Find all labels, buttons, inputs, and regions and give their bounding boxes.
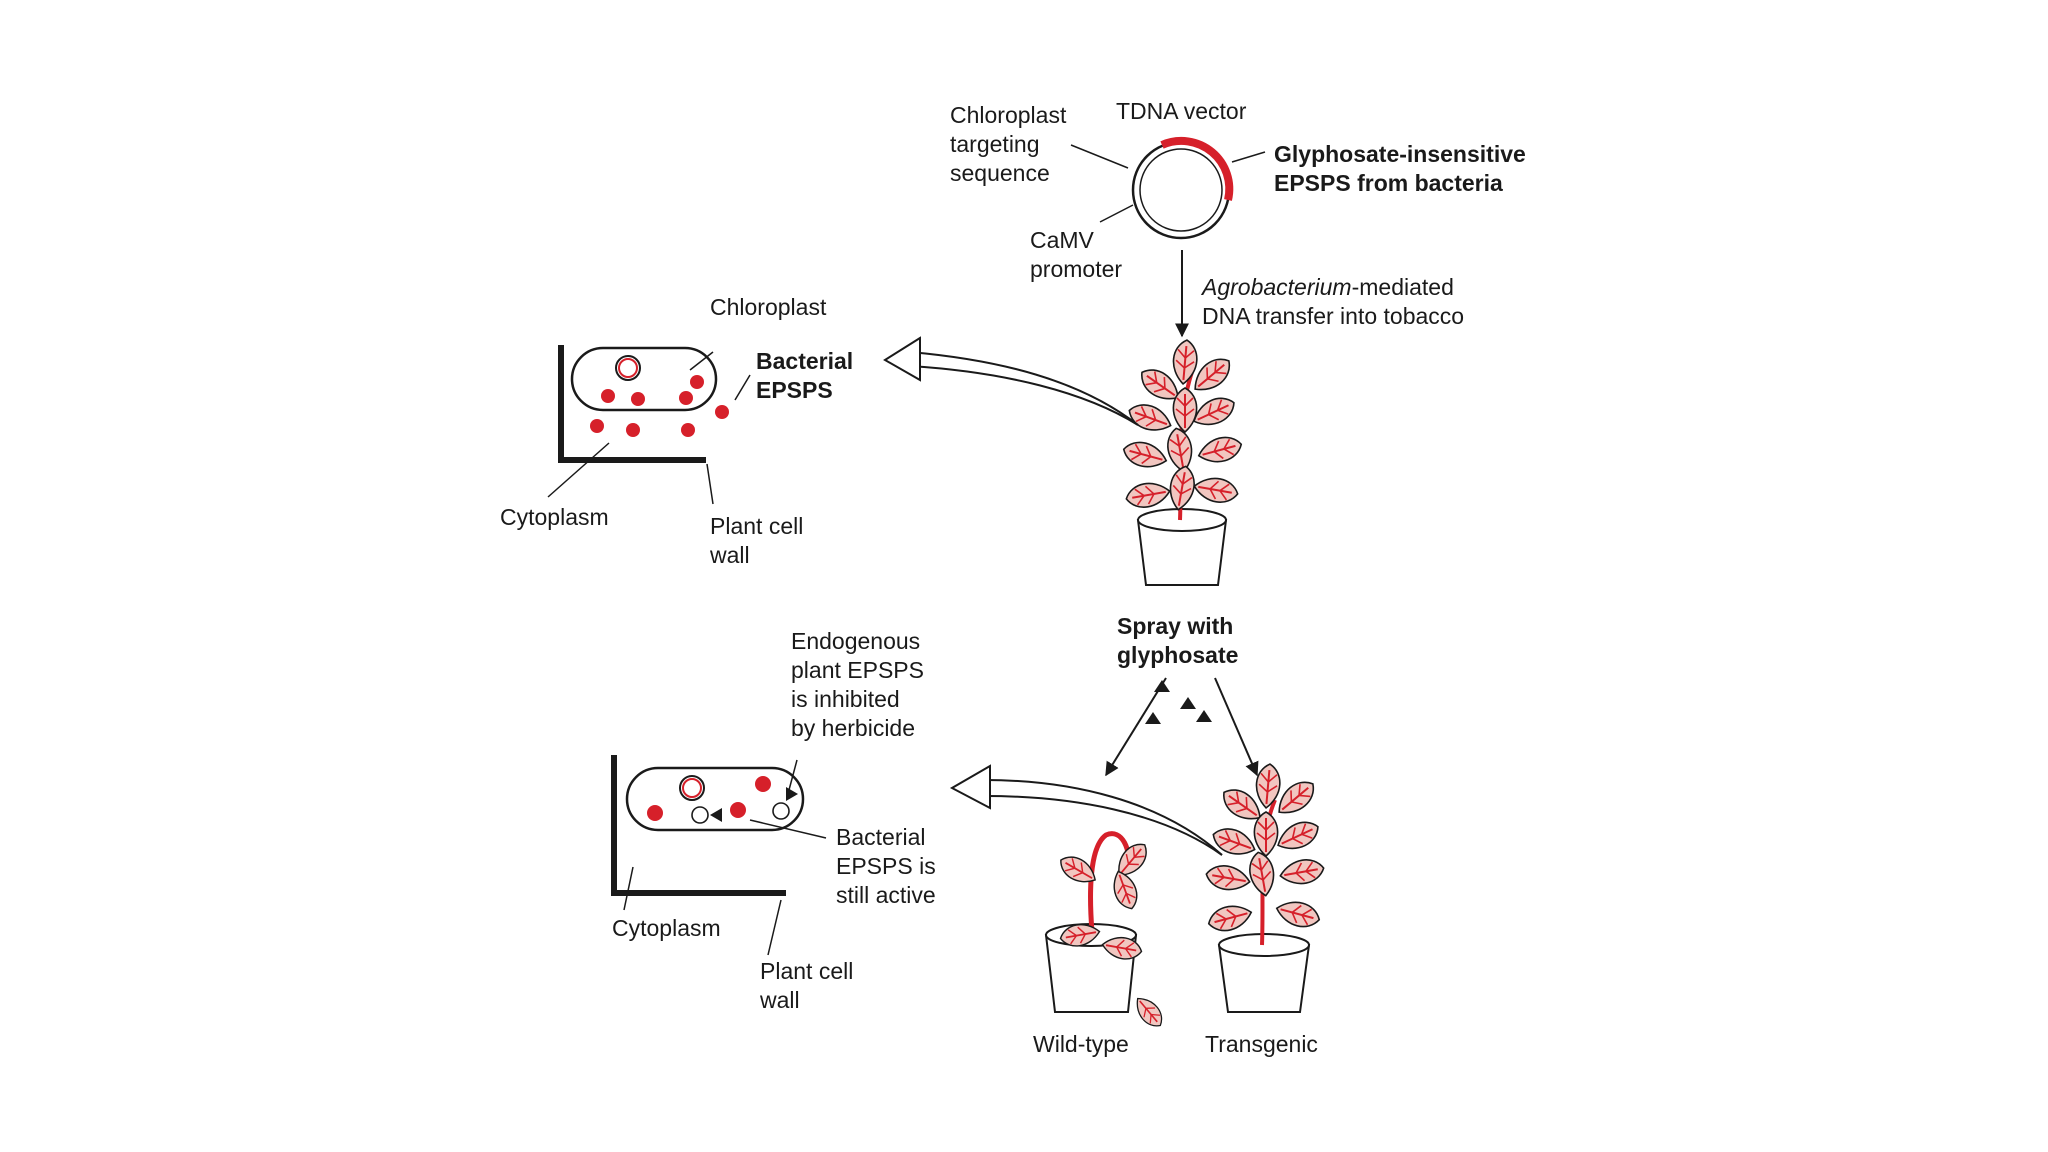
cell-diagram-bottom (611, 755, 827, 956)
wild-type-label: Wild-type (1033, 1031, 1129, 1057)
bacterial-active-label-line1: Bacterial (836, 824, 926, 850)
transfer-label-line2: DNA transfer into tobacco (1202, 303, 1465, 329)
endogenous-label-line1: Endogenous (791, 628, 921, 654)
camv-promoter-label-line2: promoter (1030, 256, 1123, 282)
bacterial-epsps-label-line1: Bacterial (756, 348, 854, 374)
spray-label-line1: Spray with (1117, 613, 1234, 639)
endogenous-label-line3: is inhibited (791, 686, 900, 712)
transgenic-label: Transgenic (1205, 1031, 1318, 1057)
transgenic-plant-bottom (1203, 762, 1327, 1013)
camv-promoter-label-line1: CaMV (1030, 227, 1094, 253)
targeting-sequence-label-line2: targeting (950, 131, 1040, 157)
cytoplasm-label-top: Cytoplasm (500, 504, 609, 530)
targeting-sequence-label-line1: Chloroplast (950, 102, 1067, 128)
plant-cell-wall-label-bottom-line1: Plant cell (760, 958, 854, 984)
glyphosate-triangles (1145, 680, 1212, 724)
plant-cell-wall-label-top-line1: Plant cell (710, 513, 804, 539)
bacterial-active-label-line3: still active (836, 882, 936, 908)
tdna-vector-plasmid (1070, 137, 1266, 240)
bacterial-epsps-label-line2: EPSPS (756, 377, 833, 403)
spray-label-line2: glyphosate (1117, 642, 1239, 668)
agrobacterium-text: Agrobacterium (1202, 274, 1352, 300)
chloroplast-label: Chloroplast (710, 294, 827, 320)
cell-diagram-top (547, 345, 751, 505)
curved-arrow-bottom (949, 764, 1223, 856)
plant-cell-wall-label-top-line2: wall (710, 542, 750, 568)
glyphosate-insensitive-label-line1: Glyphosate-insensitive (1274, 141, 1526, 167)
transgenic-plant-top (1119, 338, 1246, 586)
transfer-label-line1: Agrobacterium-mediated (1202, 272, 1454, 302)
plant-cell-wall-label-bottom-line2: wall (760, 987, 800, 1013)
targeting-sequence-label-line3: sequence (950, 160, 1050, 186)
spray-arrows (1105, 677, 1259, 777)
endogenous-label-line4: by herbicide (791, 715, 916, 741)
bacterial-active-label-line2: EPSPS is (836, 853, 936, 879)
epsps-gene-segment (1160, 137, 1234, 201)
cytoplasm-label-bottom: Cytoplasm (612, 915, 721, 941)
mediated-text: -mediated (1351, 274, 1454, 300)
tdna-vector-label: TDNA vector (1116, 98, 1247, 124)
curved-arrow-top (883, 336, 1139, 426)
endogenous-label-line2: plant EPSPS (791, 657, 924, 683)
glyphosate-insensitive-label-line2: EPSPS from bacteria (1274, 170, 1503, 196)
wild-type-plant (1044, 831, 1169, 1033)
